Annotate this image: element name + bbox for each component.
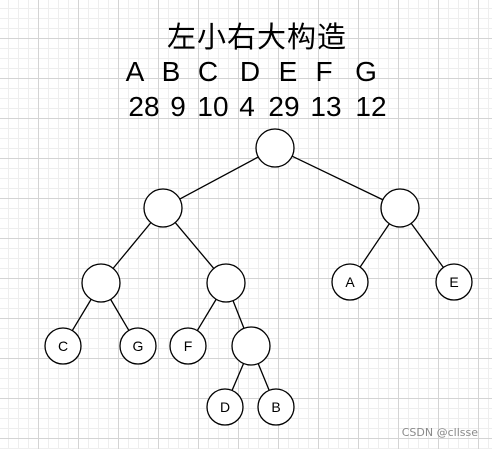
node-leaf-f: F bbox=[169, 327, 207, 365]
node-circle bbox=[143, 188, 183, 228]
edge-n-right-to-leaf-a bbox=[359, 223, 390, 268]
node-circle bbox=[380, 188, 420, 228]
edge-n-left-to-n-lr bbox=[174, 222, 215, 269]
edge-n-lrr-to-leaf-d bbox=[231, 363, 245, 391]
letter-f: F bbox=[315, 56, 333, 87]
node-root bbox=[255, 128, 295, 168]
watermark: CSDN @cllsse bbox=[401, 426, 478, 439]
letter-d: D bbox=[239, 56, 261, 87]
node-circle bbox=[435, 263, 473, 301]
weight-f: 13 bbox=[310, 91, 342, 122]
edge-n-lr-to-leaf-f bbox=[196, 298, 217, 331]
node-label: E bbox=[449, 274, 458, 290]
node-label: D bbox=[220, 399, 230, 415]
letter-c: C bbox=[197, 56, 219, 87]
node-leaf-b: B bbox=[257, 388, 295, 426]
node-leaf-g: G bbox=[119, 327, 157, 365]
weight-c: 10 bbox=[197, 91, 229, 122]
letter-a: A bbox=[125, 56, 145, 87]
node-label: B bbox=[271, 399, 280, 415]
node-label: A bbox=[345, 274, 355, 290]
node-label: C bbox=[58, 338, 68, 354]
weight-g: 12 bbox=[355, 91, 387, 122]
edge-n-ll-to-leaf-c bbox=[71, 298, 92, 331]
edge-root-to-n-right bbox=[291, 155, 384, 201]
node-circle bbox=[206, 263, 246, 303]
node-circle bbox=[255, 128, 295, 168]
node-leaf-d: D bbox=[206, 388, 244, 426]
weight-d: 4 bbox=[239, 91, 255, 122]
node-n-lrr bbox=[231, 326, 271, 366]
node-circle bbox=[169, 327, 207, 365]
weight-a: 28 bbox=[128, 91, 160, 122]
node-n-lr bbox=[206, 263, 246, 303]
edge-n-left-to-n-ll bbox=[112, 222, 152, 269]
edge-n-lr-to-n-lrr bbox=[232, 300, 245, 329]
node-label: G bbox=[133, 338, 144, 354]
diagram-title: 左小右大构造 bbox=[166, 20, 347, 54]
letter-g: G bbox=[355, 56, 377, 87]
node-circle bbox=[44, 327, 82, 365]
node-n-ll bbox=[81, 263, 121, 303]
letter-e: E bbox=[278, 56, 298, 87]
letter-b: B bbox=[161, 56, 181, 87]
node-n-left bbox=[143, 188, 183, 228]
node-circle bbox=[119, 327, 157, 365]
edge-root-to-n-left bbox=[179, 156, 259, 200]
weight-e: 29 bbox=[268, 91, 300, 122]
node-leaf-a: A bbox=[331, 263, 369, 301]
edge-n-ll-to-leaf-g bbox=[110, 299, 130, 331]
node-circle bbox=[206, 388, 244, 426]
node-circle bbox=[331, 263, 369, 301]
node-leaf-c: C bbox=[44, 327, 82, 365]
weight-b: 9 bbox=[170, 91, 186, 122]
node-circle bbox=[81, 263, 121, 303]
edge-n-right-to-leaf-e bbox=[410, 222, 444, 268]
node-circle bbox=[257, 388, 295, 426]
node-circle bbox=[231, 326, 271, 366]
node-label: F bbox=[184, 338, 193, 354]
node-leaf-e: E bbox=[435, 263, 473, 301]
node-n-right bbox=[380, 188, 420, 228]
edge-n-lrr-to-leaf-b bbox=[257, 363, 270, 391]
